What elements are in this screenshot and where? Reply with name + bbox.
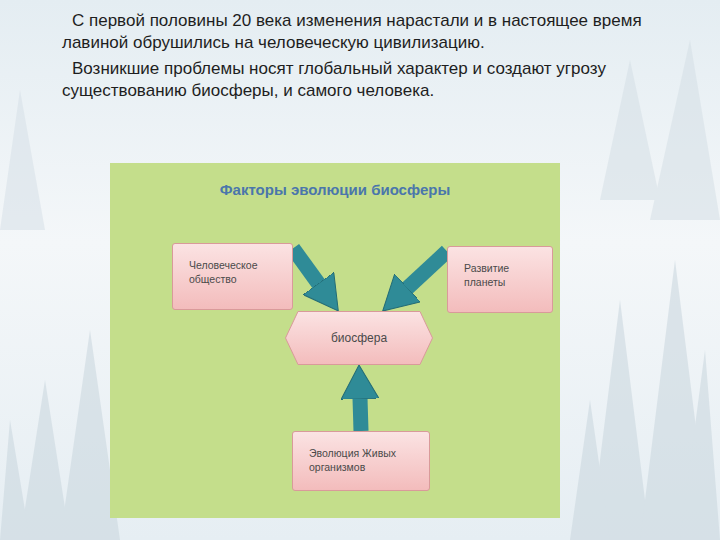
node-text: Эволюция Живых организмов [309,446,419,474]
node-text: Человеческое общество [189,258,282,286]
factor-arrow [293,248,319,284]
central-hexagon: биосфера [285,311,433,365]
paragraph: Возникшие проблемы носят глобальный хара… [62,58,672,102]
hexagon-shape [286,312,433,365]
factor-arrow [360,398,361,431]
factor-box: Эволюция Живых организмов [292,431,430,491]
node-text: Развитие планеты [464,261,542,289]
factor-box: Развитие планеты [447,246,553,313]
factor-box: Человеческое общество [172,243,293,310]
factor-arrow [407,251,447,288]
intro-text: С первой половины 20 века изменения нара… [62,10,672,106]
paragraph: С первой половины 20 века изменения нара… [62,10,672,54]
diagram-title: Факторы эволюции биосферы [110,181,560,198]
node-text: биосфера [331,331,387,345]
